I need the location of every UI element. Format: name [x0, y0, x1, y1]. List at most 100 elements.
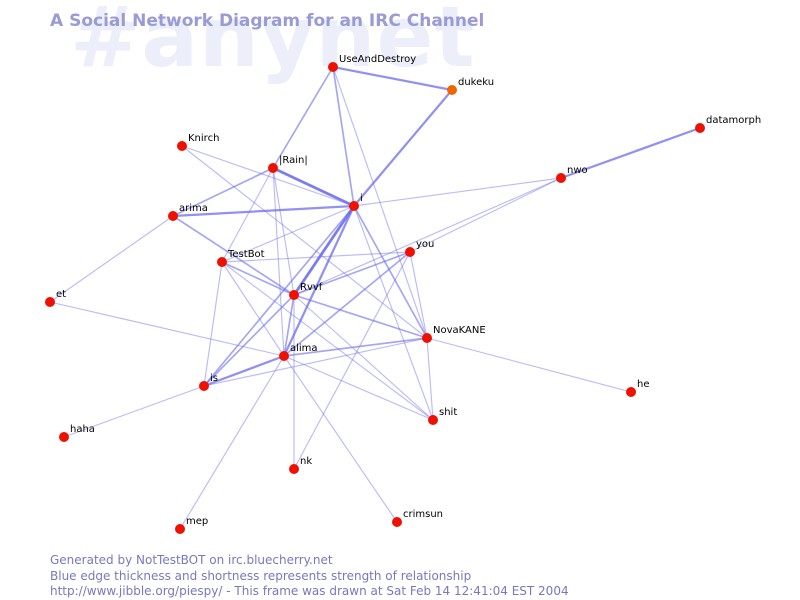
node-knirch: Knirch	[177, 133, 219, 151]
node-dot	[59, 432, 69, 442]
edge-i-testbot	[221, 205, 355, 263]
node-i: i	[349, 193, 363, 211]
node-label: nwo	[567, 165, 588, 176]
edge-knirch-novakane	[181, 145, 428, 339]
diagram-title: A Social Network Diagram for an IRC Chan…	[50, 11, 485, 31]
edge-i-shit	[353, 205, 434, 421]
node-crimsun: crimsun	[392, 509, 443, 527]
node-et: et	[45, 289, 66, 307]
node-label: et	[56, 289, 66, 300]
node-label: nk	[300, 456, 312, 467]
node-datamorph: datamorph	[695, 115, 761, 133]
node-dot	[695, 123, 705, 133]
edge-rvvf-shit	[293, 294, 434, 421]
edges-layer	[49, 65, 702, 530]
node-label: i	[360, 193, 363, 204]
node-novakane: NovaKANE	[422, 325, 486, 343]
node-dot	[392, 517, 402, 527]
edge-arima-i	[171, 204, 356, 218]
edge-i-rvvf	[292, 204, 356, 297]
node-label: NovaKANE	[433, 325, 486, 336]
edge-rain-testbot	[221, 167, 274, 263]
edge-alima-mep	[179, 355, 285, 530]
node-dot	[405, 247, 415, 257]
node-dot	[447, 85, 457, 95]
edge-you-novakane	[409, 251, 428, 339]
footer-legend-note: Blue edge thickness and shortness repres…	[50, 569, 472, 583]
edge-testbot-alima	[221, 261, 285, 357]
node-label: he	[637, 379, 650, 390]
edge-rain-alima	[272, 167, 285, 357]
node-dot	[279, 351, 289, 361]
node-haha: haha	[59, 424, 95, 442]
node-is: is	[199, 373, 218, 391]
edge-novakane-shit	[426, 337, 434, 421]
edge-you-nwo	[409, 177, 562, 253]
footer-url-timestamp: http://www.jibble.org/piespy/ - This fra…	[50, 584, 569, 598]
node-dot	[556, 173, 566, 183]
node-dot	[199, 381, 209, 391]
edge-you-rvvf	[293, 251, 411, 296]
node-dot	[45, 297, 55, 307]
edge-arima-rvvf	[172, 215, 295, 296]
node-label: arima	[179, 203, 208, 214]
edge-alima-crimsun	[283, 355, 398, 523]
node-dot	[422, 333, 432, 343]
node-label: crimsun	[403, 509, 443, 520]
node-label: |Rain|	[279, 155, 308, 166]
edge-dukeku-i	[352, 88, 454, 208]
node-arima: arima	[168, 203, 208, 221]
edge-useanddestroy-rain	[272, 66, 334, 169]
edge-novakane-is	[203, 337, 428, 387]
edge-nwo-rvvf	[293, 177, 562, 296]
edge-datamorph-nwo	[559, 126, 702, 180]
node-label: Knirch	[188, 133, 219, 144]
edge-useanddestroy-dukeku	[331, 65, 454, 92]
node-dot	[349, 201, 359, 211]
edge-testbot-shit	[221, 261, 434, 421]
edge-you-alima	[283, 251, 411, 357]
edge-et-alima	[49, 301, 285, 357]
node-label: TestBot	[227, 249, 265, 260]
node-shit: shit	[428, 407, 457, 425]
node-rvvf: Rvvf	[289, 282, 323, 300]
node-useanddestroy: UseAndDestroy	[328, 54, 416, 72]
node-alima: alima	[279, 343, 318, 361]
edge-knirch-i	[181, 145, 355, 207]
edge-rvvf-alima	[283, 294, 295, 357]
node-label: dukeku	[458, 77, 494, 88]
edge-testbot-is	[203, 261, 223, 387]
edge-i-is	[203, 205, 355, 387]
edge-rain-arima	[172, 167, 274, 217]
edge-rain-rvvf	[272, 167, 295, 296]
node-dot	[289, 290, 299, 300]
node-nk: nk	[289, 456, 312, 474]
edge-rvvf-is	[203, 294, 295, 387]
node-dukeku: dukeku	[447, 77, 494, 95]
edge-you-nk	[293, 251, 411, 470]
node-dot	[328, 62, 338, 72]
edge-you-testbot	[221, 251, 411, 263]
footer-generated-by: Generated by NotTestBOT on irc.bluecherr…	[50, 553, 333, 567]
node-dot	[268, 163, 278, 173]
node-label: alima	[290, 343, 318, 354]
node-he: he	[626, 379, 650, 397]
edge-is-haha	[63, 385, 205, 438]
edge-useanddestroy-i	[332, 66, 355, 207]
node-you: you	[405, 239, 434, 257]
edge-i-novakane	[353, 205, 428, 339]
channel-watermark: #anynet	[70, 0, 476, 86]
node-rain: |Rain|	[268, 155, 308, 173]
node-dot	[289, 464, 299, 474]
edge-rain-i	[271, 166, 356, 208]
edge-alima-novakane	[283, 337, 428, 357]
node-dot	[175, 524, 185, 534]
edge-rvvf-novakane	[293, 294, 428, 339]
node-label: shit	[439, 407, 457, 418]
edge-i-alima	[282, 204, 356, 358]
node-nwo: nwo	[556, 165, 588, 183]
edge-testbot-rvvf	[221, 261, 295, 296]
